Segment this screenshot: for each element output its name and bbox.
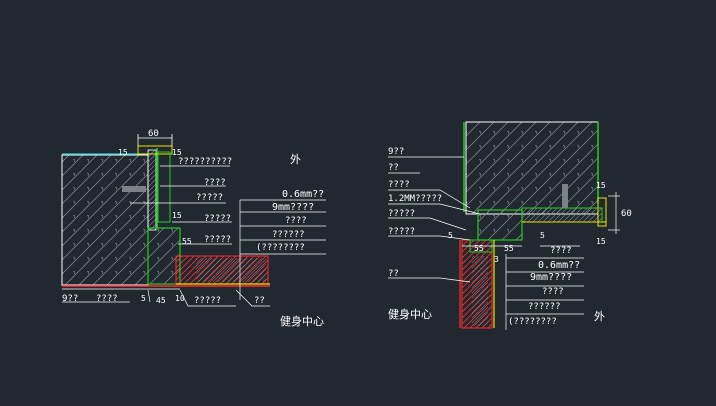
left-cap-inner: [157, 151, 171, 223]
right-caption: 健身中心: [388, 307, 432, 321]
left-callout-3: ?????: [196, 193, 223, 203]
left-callout-4: ?????: [204, 214, 231, 224]
right-callout-r2: 0.6mm??: [538, 260, 580, 271]
left-dim-top: 60: [148, 129, 159, 139]
left-callout-10: (????????: [256, 243, 305, 253]
left-callout-7: 9mm????: [272, 202, 314, 213]
left-bottom-label-3: ??: [254, 296, 265, 306]
left-leaders: [62, 165, 326, 307]
left-insulation-hatch: [196, 258, 266, 282]
right-callout-r5: ??????: [528, 302, 561, 312]
left-callout-2: ????: [204, 178, 226, 188]
left-dim-vert-15: 15: [172, 211, 182, 220]
right-dim-55b: 55: [504, 244, 514, 253]
right-lower-board: [472, 256, 488, 326]
right-callout-l5: ?????: [388, 209, 415, 219]
right-ledge-block: [477, 209, 523, 241]
right-callout-r3: 9mm????: [530, 272, 572, 283]
right-label-left-bottom: ??: [388, 269, 399, 279]
right-callout-r4: ????: [542, 287, 564, 297]
left-dim-15-left: 15: [118, 148, 128, 157]
right-callout-l2: ??: [388, 163, 399, 173]
right-dim-5: 5: [448, 231, 453, 240]
right-callout-l3: ????: [388, 180, 410, 190]
left-bottom-label-9: 9??: [62, 294, 78, 304]
right-label-3: 3: [494, 255, 499, 264]
right-ledge-board: [521, 207, 603, 223]
left-callout-8: ????: [285, 216, 307, 226]
right-callout-r6: (????????: [508, 317, 557, 327]
left-gray-block: [122, 186, 146, 192]
right-outer-label: 外: [594, 310, 605, 323]
left-step-block: [147, 227, 181, 285]
right-dim-55a: 55: [474, 244, 484, 253]
left-dim-vert-55: 55: [182, 237, 192, 246]
right-callout-r1: ????: [550, 246, 572, 256]
left-bottom-label-2: ?????: [194, 296, 221, 306]
right-callout-l6: ?????: [388, 227, 415, 237]
right-dim-5-right: 5: [540, 231, 545, 240]
right-dim-15-bot: 15: [596, 237, 606, 246]
right-gray-block: [562, 184, 568, 208]
left-callout-5: ?????: [204, 235, 231, 245]
right-section-detail: 15 60 15 5 55 55 5 3 9?? ?? ????: [388, 121, 632, 330]
left-callout-9: ??????: [272, 230, 305, 240]
left-callout-1: ??????????: [178, 157, 232, 167]
right-leaders: [388, 156, 584, 330]
right-callout-l1: 9??: [388, 147, 404, 157]
left-outer-label: 外: [290, 153, 301, 166]
left-bottom-label-1: ????: [96, 294, 118, 304]
right-cap: [597, 197, 607, 227]
left-concrete-wall: [61, 154, 149, 286]
right-callout-l4: 1.2MM?????: [388, 194, 442, 204]
left-vertical-board: [147, 149, 157, 231]
right-concrete-wall: [465, 121, 599, 215]
left-callout-6: 0.6mm??: [282, 189, 324, 200]
left-dim-bottom-5: 5: [141, 294, 146, 303]
left-dim-bottom-10: 10: [175, 294, 185, 303]
left-dim-bottom-45: 45: [156, 296, 166, 305]
right-dim-15-top: 15: [596, 181, 606, 190]
left-caption: 健身中心: [280, 314, 324, 328]
left-section-detail: 60 15 15 15 55 ?????????? ???? ????? ???…: [61, 129, 326, 328]
right-dim-60: 60: [621, 209, 632, 219]
left-dim-15-right: 15: [172, 148, 182, 157]
left-top-cap: [137, 145, 173, 155]
